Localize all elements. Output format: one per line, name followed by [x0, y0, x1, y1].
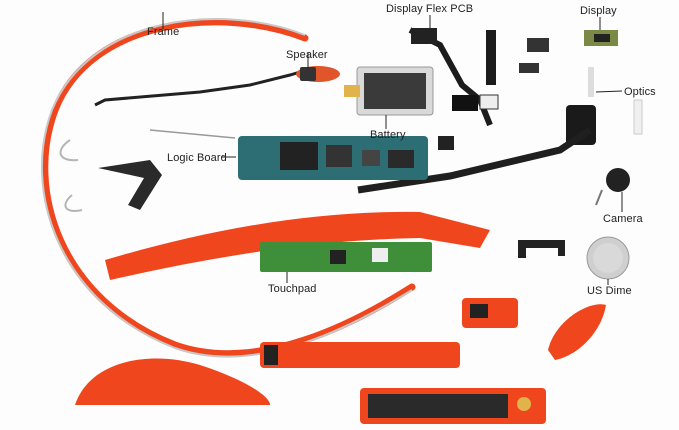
camera-part [595, 168, 630, 206]
label-touchpad: Touchpad [268, 283, 317, 295]
label-camera: Camera [603, 213, 643, 225]
clip-part [519, 63, 539, 73]
speaker-part [94, 66, 340, 107]
battery-housing-part [260, 342, 460, 368]
label-logic-board: Logic Board [167, 152, 227, 164]
label-frame: Frame [147, 26, 180, 38]
orange-block-part [462, 298, 518, 328]
nose-bridge-part [98, 160, 162, 210]
label-optics: Optics [624, 86, 656, 98]
clip-part [527, 38, 549, 52]
arm-part [357, 127, 592, 194]
housing-insert [264, 345, 278, 365]
label-speaker: Speaker [286, 49, 328, 61]
label-us-dime: US Dime [587, 285, 632, 297]
frame-part [40, 18, 416, 358]
bracket-part [518, 240, 565, 258]
label-display: Display [580, 5, 617, 17]
orange-curved-part [548, 304, 606, 360]
leader-lines [162, 12, 623, 285]
label-battery: Battery [370, 129, 406, 141]
logic-board-part [149, 129, 428, 180]
touchpad-part [260, 242, 432, 272]
label-display-flex-pcb: Display Flex PCB [386, 3, 474, 15]
display-part [584, 30, 618, 46]
display-flex-pcb-part [408, 27, 499, 150]
battery-part [344, 66, 434, 116]
curved-housing-part [75, 358, 270, 405]
main-housing-part [360, 388, 546, 424]
us-dime-part [586, 236, 630, 280]
optics-part [566, 67, 643, 145]
